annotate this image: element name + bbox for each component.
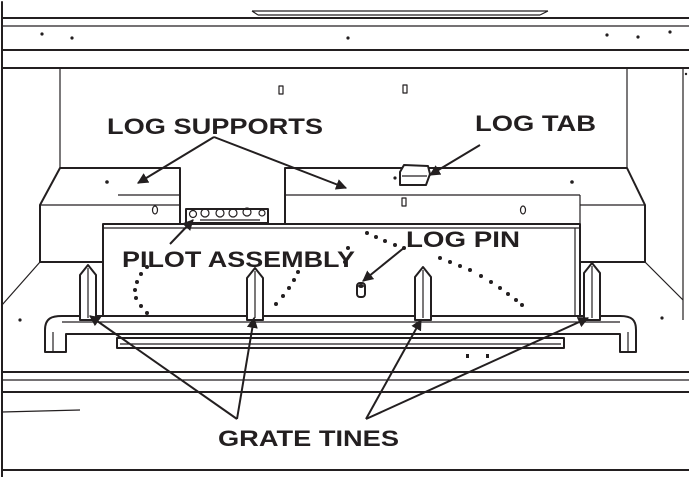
- arrow-log-supports-right: [213, 136, 348, 190]
- grate-tine-2: [246, 267, 264, 321]
- label-log-tab: LOG TAB: [475, 111, 596, 136]
- log-tab: [399, 164, 431, 186]
- label-log-supports: LOG SUPPORTS: [107, 114, 323, 139]
- grate-rails: [44, 315, 637, 358]
- callout-arrows: [89, 136, 590, 420]
- arrow-log-pin: [362, 246, 406, 282]
- arrow-grate-tine-3: [365, 319, 422, 420]
- arrow-pilot-assembly: [169, 219, 194, 245]
- grate-tine-3: [414, 266, 432, 321]
- label-pilot-assembly: PILOT ASSEMBLY: [122, 247, 355, 272]
- grate-tine-4: [583, 262, 601, 321]
- arrow-log-supports-left: [137, 136, 215, 184]
- arrow-log-tab: [429, 144, 481, 176]
- arrow-grate-tine-1: [89, 315, 238, 420]
- grate-tine-1: [79, 264, 97, 321]
- log-pin: [356, 282, 366, 298]
- label-log-pin: LOG PIN: [406, 227, 520, 252]
- arrow-grate-tine-2: [236, 316, 258, 420]
- lower-frame: [1, 371, 689, 471]
- label-grate-tines: GRATE TINES: [218, 426, 399, 451]
- pilot-assembly: [185, 207, 269, 224]
- arrow-grate-tine-4: [365, 317, 590, 420]
- firebox-floor: [1, 261, 684, 322]
